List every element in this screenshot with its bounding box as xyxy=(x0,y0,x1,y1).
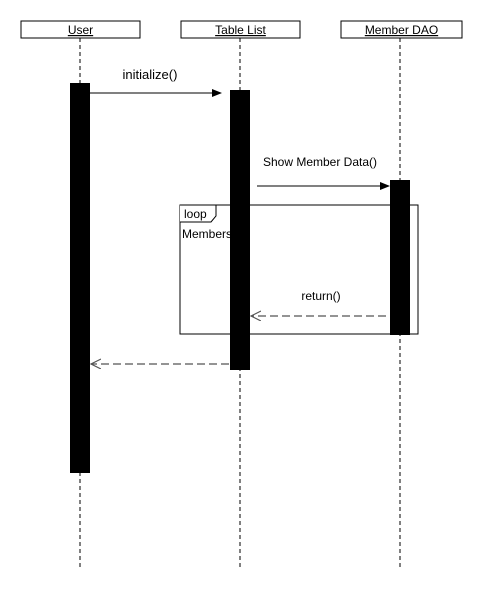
activation-member-dao xyxy=(390,180,410,335)
message-return[interactable]: return() xyxy=(251,289,386,316)
participant-table-list-label: Table List xyxy=(215,23,266,37)
participant-user[interactable]: User xyxy=(20,20,141,39)
message-return-label: return() xyxy=(301,289,340,303)
loop-fragment-tab xyxy=(180,204,217,223)
message-show-member-data-label: Show Member Data() xyxy=(263,155,377,169)
loop-guard-label: Members xyxy=(182,227,232,241)
message-initialize-label: initialize() xyxy=(123,67,178,82)
activation-user xyxy=(70,83,90,473)
participant-member-dao-label: Member DAO xyxy=(365,23,438,37)
message-show-member-data[interactable]: Show Member Data() xyxy=(257,155,390,190)
loop-operator-label: loop xyxy=(184,207,207,221)
activation-table-list xyxy=(230,90,250,370)
participant-user-label: User xyxy=(68,23,93,37)
participant-member-dao[interactable]: Member DAO xyxy=(340,20,463,39)
participant-table-list[interactable]: Table List xyxy=(180,20,301,39)
loop-fragment[interactable]: loop Members xyxy=(179,204,419,335)
message-initialize[interactable]: initialize() xyxy=(90,67,222,97)
